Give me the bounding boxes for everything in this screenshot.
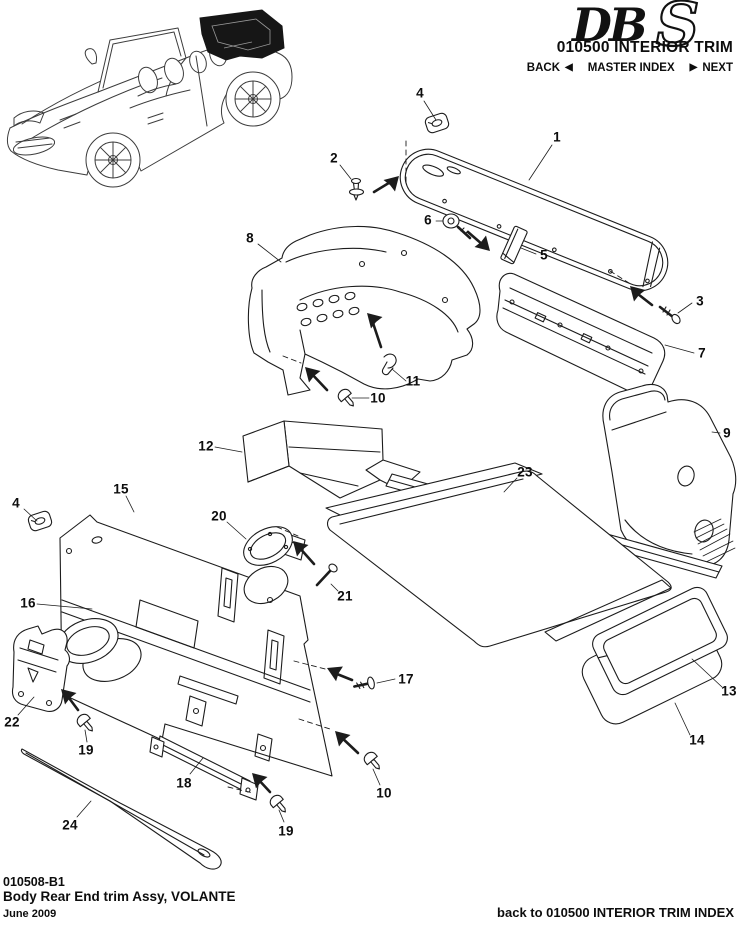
fastener-11-clip [381,353,397,376]
part-1-parcel-shelf [399,148,669,292]
part-15-bulkhead-panel [57,514,333,777]
fastener-3-screw [658,305,681,325]
fastener-19-rivet-upper [74,711,98,736]
nav-next-link[interactable]: ▶ NEXT [690,62,733,74]
rear-wheel [225,71,281,127]
part-5-plate [500,225,528,265]
document-date: June 2009 [3,908,57,920]
front-wheel [85,132,141,188]
part-8-wheel-arch-liner [247,225,481,396]
section-title: 010500 INTERIOR TRIM [556,39,733,56]
nav-back-link[interactable]: BACK ◀ [527,62,573,74]
nav-master-index-label: MASTER INDEX [587,62,675,74]
leader-lines [17,100,723,823]
nav-back-label: BACK [526,62,561,74]
logo-s-text: S [656,0,699,56]
part-18-rail [149,735,259,801]
header-nav: BACK ◀ MASTER INDEX ▶ NEXT [527,62,733,74]
part-23-load-floor-mat [325,462,672,648]
dbs-logo: DB S [570,0,700,61]
next-arrow-icon: ▶ [689,62,698,73]
assembly-arrows [61,176,654,794]
document-number: 010508-B1 [3,875,65,889]
logo-db-text: DB [570,0,646,52]
page-title: Body Rear End trim Assy, VOLANTE [3,889,236,904]
fastener-10-rivet-upper [335,386,359,411]
nav-next-label: NEXT [702,62,733,74]
fastener-4-clip-top [423,111,451,135]
part-12-stowage-box [242,420,421,499]
nav-master-index-link[interactable]: MASTER INDEX [588,62,675,74]
fastener-2-pin [348,177,365,201]
part-20-bezel [243,526,293,605]
back-to-index-link[interactable]: back to 010500 INTERIOR TRIM INDEX [497,905,734,920]
part-24-finisher [20,748,222,870]
fastener-21-stud [315,563,338,587]
fastener-4-clip-left [26,509,54,533]
brand-logo: DB S [570,0,735,61]
car-illustration [7,9,293,188]
part-22-bracket [11,625,70,712]
part-13-boot-tray [592,586,728,696]
highlighted-rear-trim-area [199,9,285,61]
fastener-19-rivet-lower [267,792,291,817]
fastener-17-screw [353,676,375,690]
fastener-6-screw [442,213,472,240]
back-arrow-icon: ◀ [565,62,573,73]
